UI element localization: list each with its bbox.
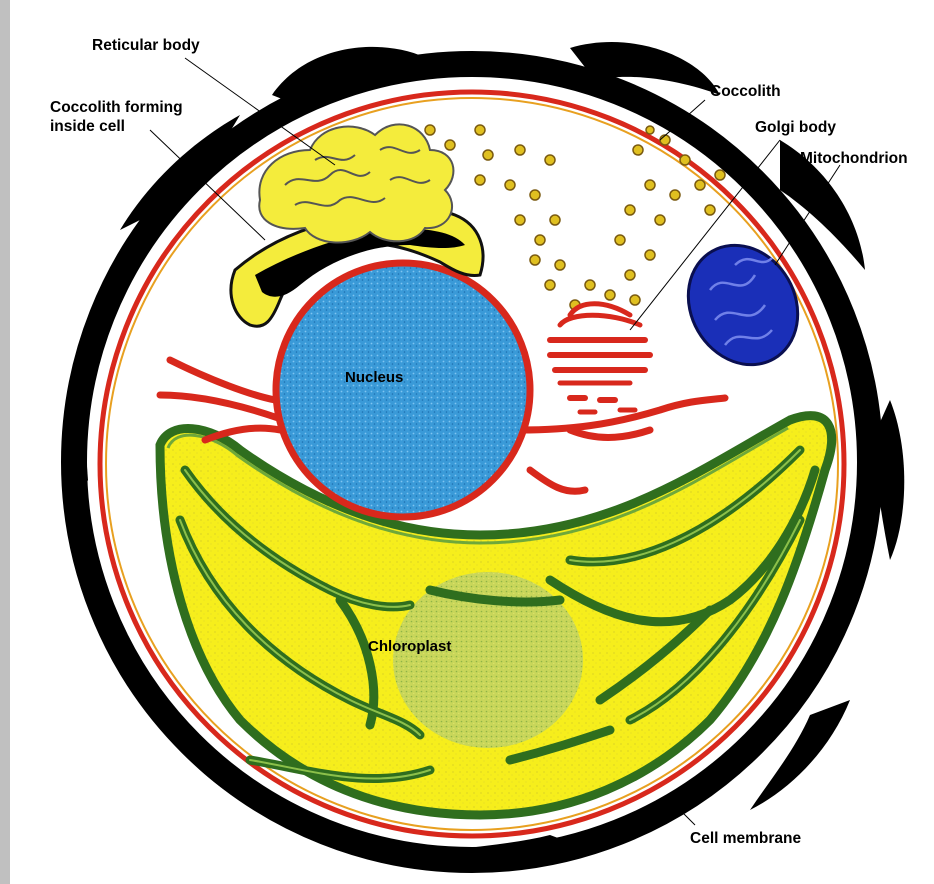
label-cell-membrane: Cell membrane — [690, 830, 802, 847]
cell-diagram: Reticular body Coccolith forming inside … — [10, 0, 934, 884]
nucleus — [276, 263, 530, 517]
label-coccolith: Coccolith — [710, 83, 781, 100]
label-chloroplast: Chloroplast — [368, 638, 451, 655]
label-nucleus: Nucleus — [345, 369, 403, 386]
label-inside-cell: inside cell — [50, 118, 125, 135]
label-golgi-body: Golgi body — [755, 119, 836, 136]
label-mitochondrion: Mitochondrion — [800, 150, 908, 167]
label-reticular-body: Reticular body — [92, 37, 200, 54]
label-coccolith-forming: Coccolith forming — [50, 99, 183, 116]
coccolithophore-cell-svg: Reticular body Coccolith forming inside … — [10, 0, 934, 884]
